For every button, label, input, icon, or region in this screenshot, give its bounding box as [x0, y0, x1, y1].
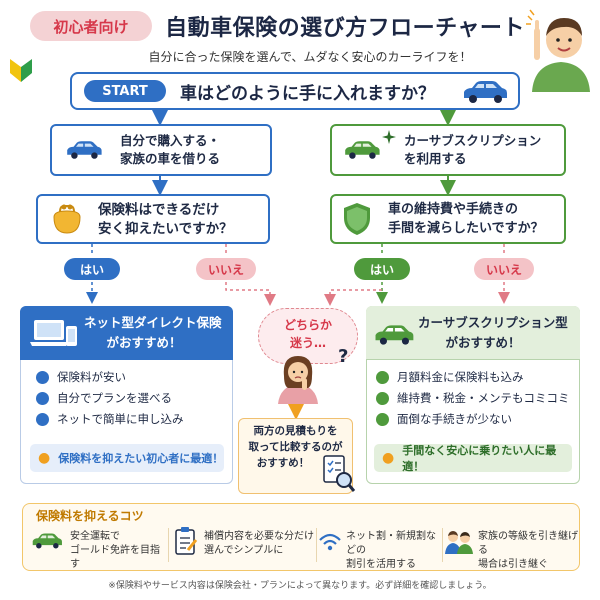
result-direct-title-2: がおすすめ！	[106, 335, 182, 350]
result-sub-point: 維持費・税金・メンテもコミコミ	[376, 389, 570, 407]
result-sub-point: 月額料金に保険料も込み	[376, 368, 524, 386]
result-sub-point: 面倒な手続きが少ない	[376, 410, 512, 428]
disclaimer-footnote: ※保険料やサービス内容は保険会社・プランによって異なります。必ず詳細を確認しまし…	[108, 580, 492, 591]
coin-purse-icon	[53, 204, 81, 234]
tip-divider	[316, 528, 317, 562]
tip-divider	[442, 528, 443, 562]
check-icon	[376, 412, 389, 426]
tip-item: 安全運転で ゴールド免許を目指す	[70, 531, 160, 570]
tips-panel	[22, 503, 580, 571]
clipboard-icon	[175, 527, 198, 555]
result-direct-title-1: ネット型ダイレクト保険	[84, 315, 222, 330]
car-icon	[345, 141, 380, 159]
tip-item: 家族の等級を引き継げる 場合は引き継ぐ	[478, 531, 578, 570]
car-icon	[67, 141, 102, 159]
result-direct-point: 保険料が安い	[36, 368, 126, 386]
tip-item: ネット割・新規割などの 割引を活用する	[346, 531, 436, 570]
family-icon	[445, 531, 473, 554]
right-no-pill: いいえ	[474, 258, 534, 280]
check-icon	[36, 391, 49, 405]
beginner-badge: 初心者向け	[30, 11, 152, 41]
wifi-icon	[319, 533, 341, 551]
option-sub-text-2: を利用する	[404, 151, 467, 166]
option-subscription	[330, 124, 566, 176]
result-direct-tip: ● 保険料を抑えたい初心者に最適！	[30, 444, 224, 472]
tips-title: 保険料を抑えるコツ	[36, 508, 144, 523]
check-icon	[36, 370, 49, 384]
tip-divider	[168, 528, 169, 562]
compare-text-3: おすすめ！	[256, 456, 310, 469]
question-mark: ?	[338, 346, 349, 367]
person-pointing-icon	[526, 9, 590, 92]
option-sub-text-1: カーサブスクリプション	[404, 133, 542, 148]
sparkle-icon	[382, 130, 396, 144]
check-icon	[376, 370, 389, 384]
undecided-text-2: 迷う…	[289, 336, 326, 350]
car-icon	[375, 325, 414, 345]
question-cheap-text-1: 保険料はできるだけ	[98, 202, 220, 218]
tip-item: 補償内容を必要な分だけ 選んでシンプルに	[204, 531, 314, 556]
option-buy-text-1: 自分で購入する・	[120, 133, 221, 148]
checklist-magnifier-icon	[323, 455, 356, 492]
undecided-bubble	[258, 308, 358, 364]
car-icon	[464, 81, 507, 103]
shield-icon	[344, 203, 370, 235]
laptop-phone-icon	[30, 320, 77, 346]
compare-text-1: 両方の見積もりを	[253, 424, 338, 437]
left-yes-pill: はい	[64, 258, 120, 280]
right-yes-pill: はい	[354, 258, 410, 280]
beginner-leaf-icon	[10, 59, 32, 82]
question-hassle-text-1: 車の維持費や手続きの	[388, 202, 519, 217]
result-sub-tip: ● 手間なく安心に乗りたい人に最適！	[374, 444, 572, 473]
start-label: START	[84, 80, 166, 102]
lightbulb-icon: ●	[382, 450, 395, 466]
option-buy-text-2: 家族の車を借りる	[120, 151, 221, 166]
question-cheap-text-2: 安く抑えたいですか？	[98, 221, 233, 237]
question-hassle-text-2: 手間を減らしたいですか？	[388, 221, 544, 236]
check-icon	[376, 391, 389, 405]
thinking-woman-icon	[278, 356, 318, 404]
start-question: 車はどのように手に入れますか？	[180, 83, 435, 104]
result-direct-point: 自分でプランを選べる	[36, 389, 172, 407]
lightbulb-icon: ●	[38, 450, 51, 466]
compare-text-2: 取って比較するのが	[248, 440, 343, 453]
car-icon	[32, 533, 62, 549]
result-sub-title-1: カーサブスクリプション型	[418, 315, 568, 330]
result-sub-title-2: がおすすめ！	[445, 335, 521, 350]
left-no-pill: いいえ	[196, 258, 256, 280]
page-subtitle: 自分に合った保険を選んで、ムダなく安心のカーライフを！	[148, 49, 472, 64]
page-title: 自動車保険の選び方フローチャート	[165, 16, 525, 41]
result-direct-point: ネットで簡単に申し込み	[36, 410, 184, 428]
undecided-text-1: どちらか	[283, 318, 332, 332]
check-icon	[36, 412, 49, 426]
